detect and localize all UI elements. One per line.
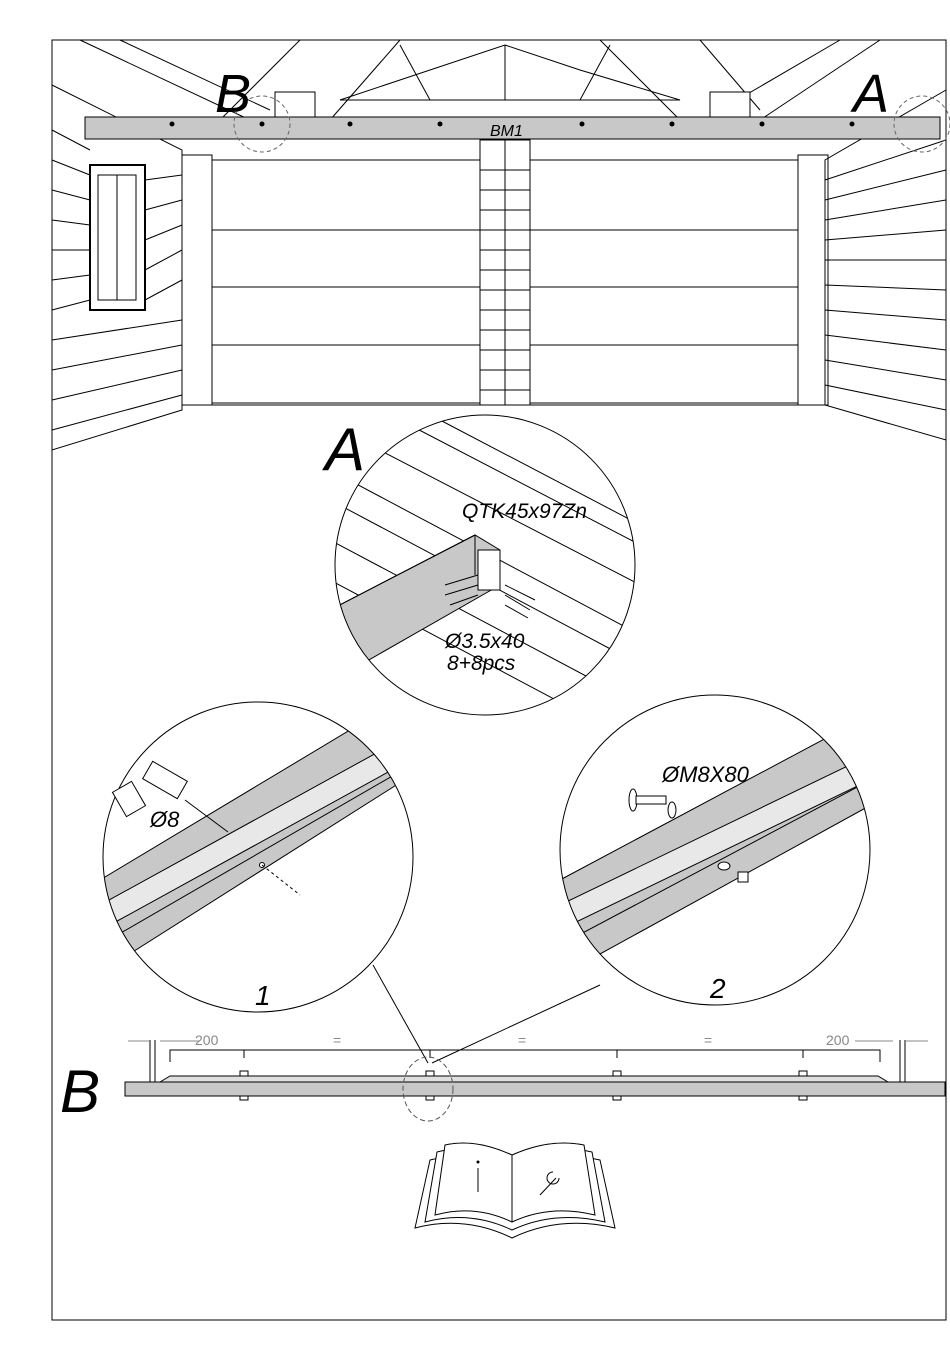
roof-rafters — [79, 39, 881, 121]
drill-size-label: Ø8 — [149, 807, 180, 832]
bolt-icon — [628, 788, 677, 819]
manual-book-icon — [414, 1142, 616, 1239]
callout-circle-b — [233, 95, 291, 153]
wrench-icon — [539, 1171, 560, 1196]
opener-motor-right — [709, 91, 751, 118]
dim-mid-2: = — [518, 1032, 526, 1048]
beam-label: BM1 — [490, 123, 523, 140]
detail-a — [334, 414, 636, 716]
callout-circle-a — [893, 95, 950, 153]
nails-label: Ø3.5x40 — [444, 630, 525, 653]
callout-a-label: A — [850, 64, 889, 124]
detail-callout-circle — [402, 1056, 454, 1122]
leader-line-2 — [431, 984, 601, 1064]
section-b — [124, 1040, 946, 1122]
detail-a-title: A — [322, 416, 365, 483]
dim-mid-1: = — [333, 1032, 341, 1048]
dim-left: 200 — [195, 1032, 219, 1048]
step-1-number: 1 — [255, 980, 271, 1011]
step-1-detail — [102, 701, 414, 1013]
section-b-title: B — [60, 1058, 100, 1125]
bolt-size-label: ØM8X80 — [661, 762, 750, 787]
nails-qty-label: 8+8pcs — [447, 652, 516, 675]
bracket-label: QTK45x97Zn — [462, 500, 587, 523]
step-2-circle — [559, 694, 871, 1006]
step-1-circle — [102, 701, 414, 1013]
step-2-number: 2 — [709, 973, 726, 1004]
dim-mid-3: = — [704, 1032, 712, 1048]
garage-door-left — [181, 154, 481, 406]
dim-right: 200 — [826, 1032, 850, 1048]
beam-bm1 — [84, 91, 950, 153]
left-wall — [51, 84, 183, 451]
callout-b-label: B — [215, 64, 251, 124]
opener-motor-left — [274, 91, 316, 118]
step-2-detail — [559, 694, 871, 1006]
garage-door-right — [529, 154, 829, 406]
drill-icon — [111, 760, 229, 833]
detail-a-circle — [334, 414, 636, 716]
garage-scene — [51, 39, 947, 451]
page-frame — [51, 39, 947, 1321]
leader-line-1 — [372, 964, 429, 1064]
right-wall — [824, 89, 947, 441]
